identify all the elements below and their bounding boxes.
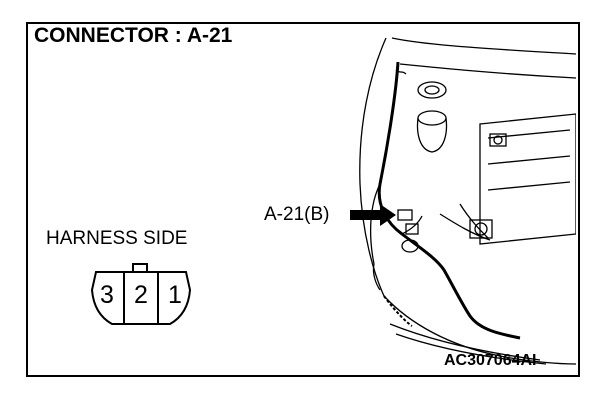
figure-reference-code: AC307064AI bbox=[444, 352, 537, 369]
pin-1-label: 1 bbox=[168, 281, 182, 309]
harness-side-label: HARNESS SIDE bbox=[46, 228, 188, 249]
location-arrow bbox=[350, 204, 398, 231]
connector-outline bbox=[90, 263, 192, 325]
connector-location-label: A-21(B) bbox=[264, 204, 330, 225]
engine-bay-illustration bbox=[340, 34, 577, 370]
pin-2-label: 2 bbox=[134, 281, 148, 309]
connector-title: CONNECTOR : A-21 bbox=[34, 24, 233, 47]
pin-3-label: 3 bbox=[100, 281, 114, 309]
connector-face: 3 2 1 bbox=[86, 262, 196, 334]
